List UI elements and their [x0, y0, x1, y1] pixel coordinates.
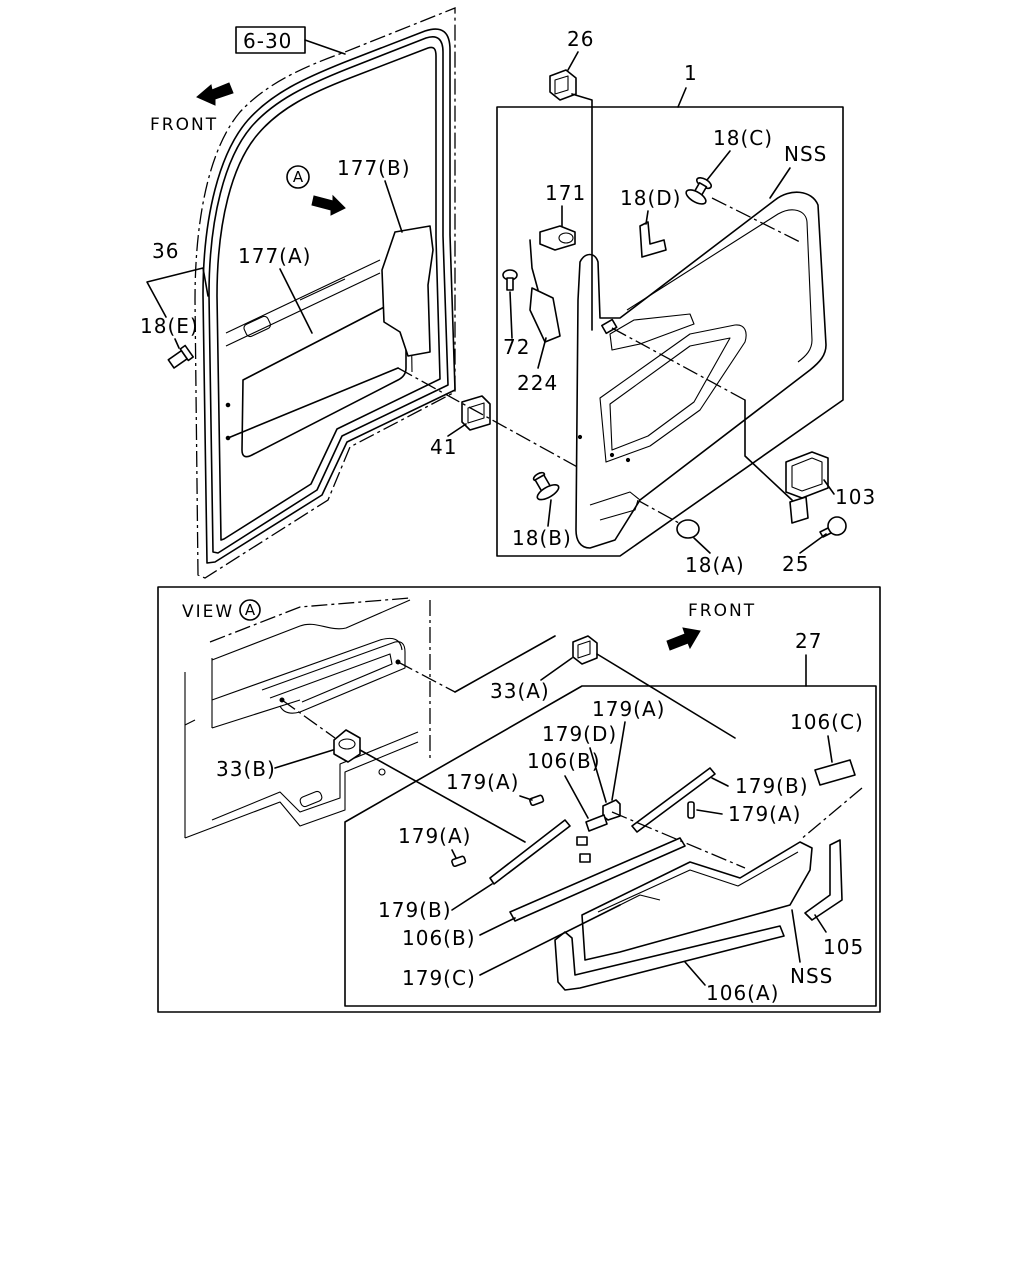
callout-1: 1 — [684, 61, 698, 85]
callout-nss: NSS — [784, 142, 827, 166]
callout-224: 224 — [517, 371, 558, 395]
view-a-frame — [157, 586, 881, 1013]
screw-72 — [502, 269, 518, 291]
callout-18e: 18(E) — [140, 314, 199, 338]
callout-18b: 18(B) — [512, 526, 572, 550]
door-body-outline — [194, 7, 456, 579]
pocket-103 — [785, 451, 829, 524]
inner-handle-171 — [539, 225, 576, 251]
callout-106c: 106(C) — [790, 710, 864, 734]
callout-106b: 106(B) — [527, 749, 601, 773]
callout-36: 36 — [152, 239, 179, 263]
bracket-18d — [639, 221, 667, 258]
callout-179b: 179(B) — [735, 774, 809, 798]
insulator-177b — [381, 225, 434, 357]
callout-25: 25 — [782, 552, 809, 576]
view-direction-arrow-icon — [311, 194, 346, 216]
callout-177a: 177(A) — [238, 244, 311, 268]
pad-179a — [687, 801, 695, 819]
mount-hole — [378, 768, 386, 776]
callout-26: 26 — [567, 27, 594, 51]
pad-179a — [451, 855, 467, 868]
reference-box: 6-30 — [235, 26, 346, 55]
clip-18b — [532, 471, 560, 501]
clip-18c — [685, 176, 713, 205]
lower-view: VIEW A FRONT — [157, 586, 881, 1013]
strip-179b-left — [489, 819, 571, 885]
callout-18d: 18(D) — [620, 186, 681, 210]
callout-179c: 179(C) — [402, 966, 476, 990]
pad-179a — [529, 794, 545, 807]
callout-72: 72 — [503, 335, 530, 359]
callout-18c: 18(C) — [713, 126, 773, 150]
lower-trim-panel — [581, 841, 813, 961]
clip-26 — [549, 69, 577, 101]
door-trim-panel — [575, 191, 827, 549]
plug-18a — [676, 519, 700, 539]
insulator-177a — [241, 300, 407, 458]
leader-lines-lower — [274, 635, 863, 986]
upper-callouts: 177(B) 177(A) 36 18(E) 41 26 1 18(C) NSS… — [140, 27, 876, 577]
view-label: VIEW — [182, 602, 234, 622]
pad-106b — [585, 814, 608, 832]
front-arrow-icon — [666, 627, 701, 651]
pad-106b — [579, 853, 591, 863]
front-label: FRONT — [688, 601, 756, 621]
callout-179b: 179(B) — [378, 898, 452, 922]
door-inner-partial — [184, 597, 431, 839]
clip-41 — [461, 395, 491, 431]
callout-33b: 33(B) — [216, 757, 276, 781]
view-a-marker: A — [239, 599, 261, 621]
group-frame — [344, 685, 877, 1007]
screw-25 — [819, 516, 847, 538]
callout-179d: 179(D) — [542, 722, 617, 746]
callout-103: 103 — [835, 485, 876, 509]
link-rod-224 — [529, 239, 561, 343]
view-a-marker-letter: A — [245, 601, 256, 619]
callout-33a: 33(A) — [490, 679, 550, 703]
callout-106a: 106(A) — [706, 981, 779, 1005]
strip-105 — [804, 839, 843, 921]
callout-179a: 179(A) — [728, 802, 801, 826]
callout-41: 41 — [430, 435, 457, 459]
callout-171: 171 — [545, 181, 586, 205]
strip-106a — [554, 925, 785, 991]
callout-18a: 18(A) — [685, 553, 745, 577]
door-weatherstrip — [202, 28, 456, 564]
upper-view: 6-30 FRONT A — [140, 7, 876, 579]
strip-179b-right — [631, 767, 716, 833]
handle-recess — [243, 315, 271, 338]
callout-179a: 179(A) — [398, 824, 471, 848]
bolt-18e — [167, 344, 195, 369]
lower-callouts: 27 33(A) 179(A) 179(D) 106(B) 179(A) 106… — [216, 629, 864, 1005]
callout-105: 105 — [823, 935, 864, 959]
group-frame — [496, 106, 844, 557]
callout-179a: 179(A) — [446, 770, 519, 794]
pad-106b — [576, 836, 588, 846]
front-label: FRONT — [150, 115, 218, 135]
view-a-marker: A — [286, 165, 310, 189]
pad-179d — [602, 799, 621, 821]
mount-hole — [225, 402, 231, 408]
clip-33a — [572, 635, 598, 665]
grommet-33b — [333, 729, 361, 763]
callout-177b: 177(B) — [337, 156, 411, 180]
leader-lines-right — [509, 51, 835, 554]
reference-box-label: 6-30 — [243, 29, 292, 53]
front-arrow-icon — [196, 82, 234, 106]
callout-179a: 179(A) — [592, 697, 665, 721]
callout-nss: NSS — [790, 964, 833, 988]
callout-27: 27 — [795, 629, 822, 653]
trim-parts — [451, 759, 856, 991]
callout-106b: 106(B) — [402, 926, 476, 950]
view-a-marker-letter: A — [293, 168, 304, 186]
pad-106c — [814, 759, 856, 786]
